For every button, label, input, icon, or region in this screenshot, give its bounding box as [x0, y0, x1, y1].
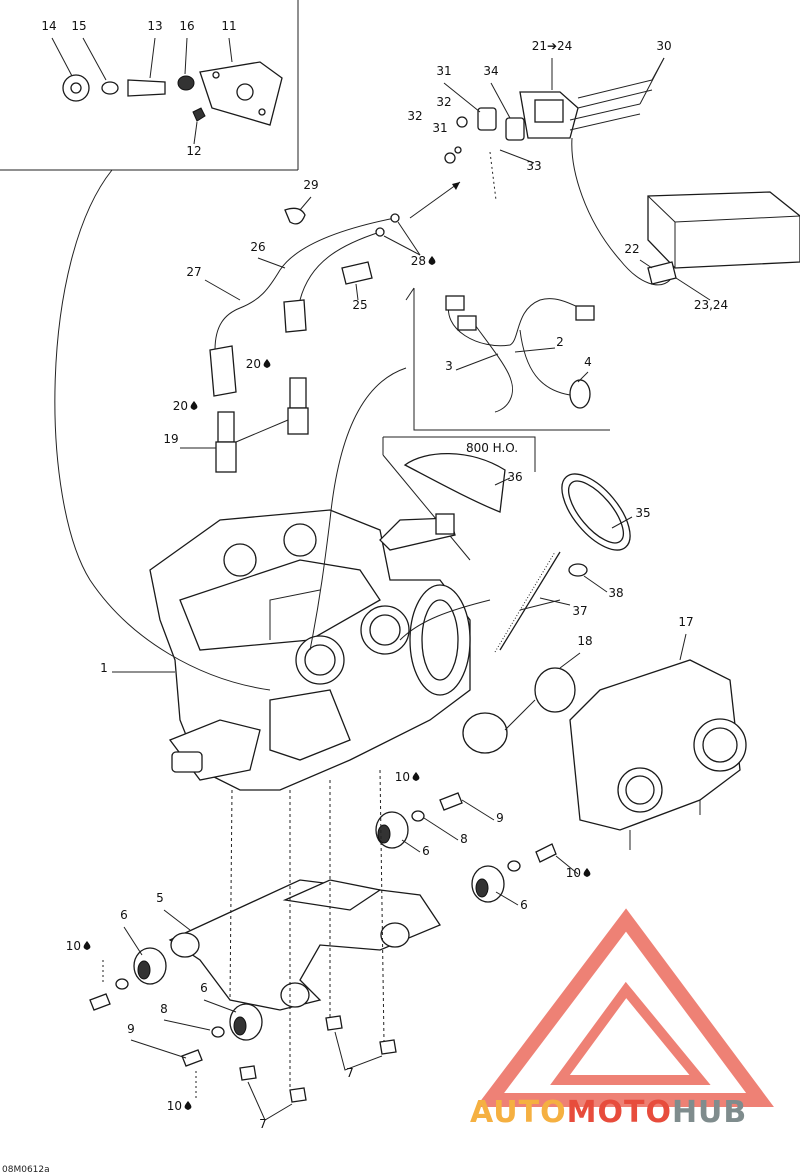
callout-label: 12 — [186, 144, 201, 158]
oil-drop-icon — [263, 359, 271, 368]
callout-label: 10 — [566, 866, 581, 880]
figure-reference: 08M0612a — [2, 1165, 50, 1175]
callout-label: 14 — [41, 19, 56, 33]
gauge-bracket-assembly — [51, 37, 283, 145]
carburetors — [569, 633, 747, 850]
lubricant-callout: 10 — [66, 939, 91, 953]
lubricant-callout: 20 — [173, 399, 198, 413]
callout-label: 13 — [147, 19, 162, 33]
callout-label: 35 — [635, 506, 650, 520]
oil-drop-icon — [184, 1101, 192, 1110]
clamps — [462, 652, 581, 754]
callout-label: 4 — [584, 355, 592, 369]
callout-label: 26 — [250, 240, 265, 254]
inset-frame-top-left — [0, 0, 299, 171]
callout-label: 19 — [163, 432, 178, 446]
callout-label: 800 H.O. — [466, 441, 518, 455]
callout-label: 6 — [520, 898, 528, 912]
watermark-text: AUTOMOTOHUB — [470, 1095, 747, 1130]
callout-label: 8 — [160, 1002, 168, 1016]
callout-label: 8 — [460, 832, 468, 846]
inset-frame-800ho — [382, 436, 536, 561]
watermark-moto: MOTO — [567, 1095, 672, 1130]
callout-label: 10 — [395, 770, 410, 784]
lubricant-callout: 20 — [246, 357, 271, 371]
callout-label: 32 — [407, 109, 422, 123]
engine-mount-plate — [163, 879, 441, 1011]
oil-drop-icon — [583, 868, 591, 877]
callout-label: 2 — [556, 335, 564, 349]
callout-label: 10 — [167, 1099, 182, 1113]
callout-label: 9 — [127, 1022, 135, 1036]
callout-label: 28 — [411, 254, 426, 268]
callout-label: 23,24 — [694, 298, 728, 312]
callout-label: 38 — [608, 586, 623, 600]
callout-label: 31 — [432, 121, 447, 135]
engine-block — [112, 509, 471, 791]
callout-label: 15 — [71, 19, 86, 33]
leader-lines — [54, 169, 561, 691]
callout-label: 31 — [436, 64, 451, 78]
callout-label: 18 — [577, 634, 592, 648]
oil-drop-icon — [190, 401, 198, 410]
callout-label: 34 — [483, 64, 498, 78]
callout-label: 7 — [259, 1117, 267, 1131]
muffler-parts-800ho — [403, 452, 633, 653]
wire-clip-25 — [341, 261, 373, 301]
oil-drop-icon — [428, 256, 436, 265]
spark-plug-wires — [204, 196, 421, 397]
oil-drop-icon — [412, 772, 420, 781]
callout-label: 29 — [303, 178, 318, 192]
callout-label: 9 — [496, 811, 504, 825]
callout-label: 30 — [656, 39, 671, 53]
lubricant-callout: 10 — [395, 770, 420, 784]
lubricant-callout: 28 — [411, 254, 436, 268]
callout-label: 5 — [156, 891, 164, 905]
callout-label: 6 — [422, 844, 430, 858]
watermark-hub: HUB — [672, 1095, 747, 1130]
lubricant-callout: 10 — [566, 866, 591, 880]
watermark-logo — [475, 908, 774, 1107]
callout-label: 22 — [624, 242, 639, 256]
inset-frame-wiring — [405, 287, 610, 431]
wiring-harness-inset — [445, 295, 595, 413]
lubricant-callout: 10 — [167, 1099, 192, 1113]
watermark-auto: AUTO — [470, 1095, 567, 1130]
callout-label: 16 — [179, 19, 194, 33]
electronic-module-box — [639, 191, 800, 301]
callout-label: 37 — [572, 604, 587, 618]
callout-label: 25 — [352, 298, 367, 312]
callout-label: 1 — [100, 661, 108, 675]
callout-label: 21➔24 — [532, 39, 573, 53]
callout-label: 20 — [246, 357, 261, 371]
callout-label: 32 — [436, 95, 451, 109]
callout-label: 11 — [221, 19, 236, 33]
callout-label: 7 — [346, 1066, 354, 1080]
oil-drop-icon — [83, 941, 91, 950]
callout-label: 6 — [200, 981, 208, 995]
mount-leader-lines — [102, 769, 579, 1121]
rubber-mounts — [89, 792, 557, 1103]
callout-label: 36 — [507, 470, 522, 484]
callout-label: 27 — [186, 265, 201, 279]
callout-label: 33 — [526, 159, 541, 173]
callout-label: 17 — [678, 615, 693, 629]
callout-label: 3 — [445, 359, 453, 373]
callout-label: 10 — [66, 939, 81, 953]
ignition-module-assembly — [409, 57, 671, 286]
spark-plugs — [180, 377, 309, 473]
callout-label: 6 — [120, 908, 128, 922]
callout-label: 20 — [173, 399, 188, 413]
